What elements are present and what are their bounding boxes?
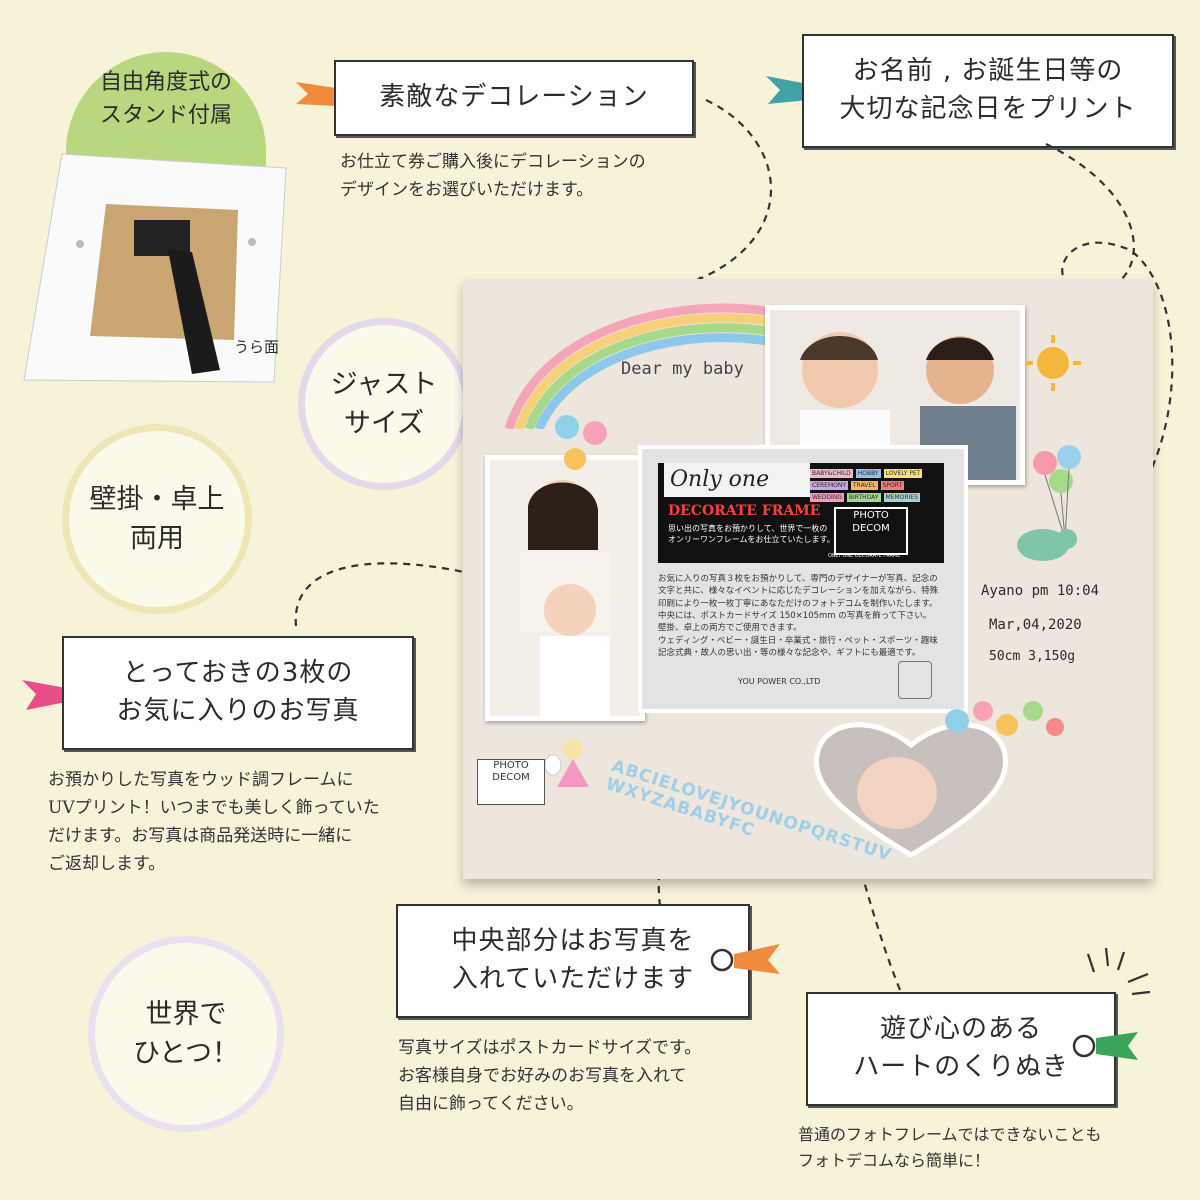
photo-decom-logo-bottom: DECOM bbox=[492, 772, 530, 783]
balloons-icon bbox=[1025, 439, 1095, 553]
elephant-icon bbox=[1011, 517, 1081, 571]
card-company: YOU POWER CO.,LTD bbox=[738, 677, 821, 686]
card-tag: TRAVEL bbox=[851, 481, 878, 490]
card-tag: HOBBY bbox=[855, 469, 881, 478]
wall-desk-text: 壁掛・卓上 両用 bbox=[89, 483, 225, 554]
heart-photo bbox=[811, 709, 1011, 863]
just-size-circle: ジャスト サイズ bbox=[298, 318, 470, 490]
product-frame: Dear my baby bbox=[463, 279, 1153, 879]
only-one-text: 世界で ひとつ！ bbox=[132, 998, 240, 1069]
card-logo-sub: ONLY ONE DECORATE FRAME bbox=[828, 553, 901, 559]
center-title-text: 中央部分はお写真を 入れていただけます bbox=[451, 926, 695, 994]
decoration-title: 素敵なデコレーション bbox=[334, 60, 694, 136]
dear-my-baby-text: Dear my baby bbox=[621, 359, 744, 379]
rainbow-icon bbox=[504, 303, 803, 429]
photos3-title: とっておきの3枚の お気に入りのお写真 bbox=[62, 636, 414, 750]
card-anniversary-icon bbox=[898, 661, 932, 699]
sparkle-lines-icon bbox=[1084, 944, 1154, 1008]
stand-title: 自由角度式の スタンド付属 bbox=[99, 70, 232, 128]
card-tag: BABY&CHILD bbox=[810, 469, 853, 478]
card-tag: LOVELY PET bbox=[883, 469, 923, 478]
card-tag: BIRTHDAY bbox=[846, 493, 881, 502]
sun-icon bbox=[1023, 333, 1083, 397]
card-logo-top: PHOTO bbox=[853, 510, 889, 521]
card-logo: PHOTO DECOM bbox=[834, 507, 908, 555]
only-one-circle: 世界で ひとつ！ bbox=[88, 936, 284, 1132]
photo-mother-baby bbox=[485, 455, 645, 721]
card-tag: WEDDING bbox=[810, 493, 844, 502]
angel-icon bbox=[543, 731, 603, 795]
print-title-text: お名前 , お誕生日等の 大切な記念日をプリント bbox=[839, 56, 1137, 124]
wall-desk-circle: 壁掛・卓上 両用 bbox=[62, 424, 252, 614]
card-only-one: Only one bbox=[664, 463, 810, 497]
card-sub: 思い出の写真をお預かりして、世界で一枚の オンリーワンフレームをお仕立ていたしま… bbox=[668, 524, 835, 545]
card-decorate: DECORATE FRAME bbox=[668, 503, 821, 519]
green-tag-icon bbox=[1068, 1024, 1140, 1072]
decoration-title-text: 素敵なデコレーション bbox=[379, 82, 649, 113]
orange-tag-icon-2 bbox=[706, 938, 782, 986]
date-line: Mar,04,2020 bbox=[989, 617, 1082, 633]
card-body: お気に入りの写真３枚をお預かりして、専門のデザイナーが写真、記念の 文字と共に、… bbox=[658, 574, 939, 658]
stand-back-image bbox=[22, 150, 290, 390]
photos3-title-text: とっておきの3枚の お気に入りのお写真 bbox=[116, 658, 360, 726]
center-note: 写真サイズはポストカードサイズです。 お客様自身でお好みのお写真を入れて 自由に… bbox=[398, 1038, 702, 1115]
name-line: Ayano pm 10:04 bbox=[981, 583, 1100, 599]
photo-decom-logo: PHOTO DECOM bbox=[477, 759, 545, 805]
card-tag: MEMORIES bbox=[883, 493, 920, 502]
heart-title-text: 遊び心のある ハートのくりぬき bbox=[853, 1014, 1069, 1082]
photo-decom-logo-top: PHOTO bbox=[493, 760, 529, 771]
flowers-icon-2 bbox=[549, 409, 629, 483]
just-size-text: ジャスト サイズ bbox=[330, 368, 438, 439]
card-tags: BABY&CHILD HOBBY LOVELY PET CEREMONY TRA… bbox=[810, 469, 940, 502]
card-tag: SPORT bbox=[880, 481, 905, 490]
card-banner: Only one DECORATE FRAME 思い出の写真をお預かりして、世界… bbox=[658, 463, 944, 563]
print-title: お名前 , お誕生日等の 大切な記念日をプリント bbox=[802, 34, 1174, 148]
photos3-note: お預かりした写真をウッド調フレームに UVプリント！いつまでも美しく飾っていた … bbox=[48, 770, 380, 875]
flowers-icon bbox=[937, 691, 1067, 755]
center-title: 中央部分はお写真を 入れていただけます bbox=[396, 904, 750, 1018]
center-card: Only one DECORATE FRAME 思い出の写真をお預かりして、世界… bbox=[638, 445, 968, 713]
stand-back-label: うら面 bbox=[234, 338, 280, 356]
size-line: 50cm 3,150g bbox=[989, 649, 1076, 664]
heart-title: 遊び心のある ハートのくりぬき bbox=[806, 992, 1116, 1106]
card-logo-bottom: DECOM bbox=[852, 523, 890, 534]
card-tag: CEREMONY bbox=[810, 481, 848, 490]
heart-note: 普通のフォトフレームではできないことも フォトデコムなら簡単に！ bbox=[798, 1125, 1102, 1171]
decoration-note: お仕立て券ご購入後にデコレーションの デザインをお選びいただけます。 bbox=[340, 152, 646, 201]
